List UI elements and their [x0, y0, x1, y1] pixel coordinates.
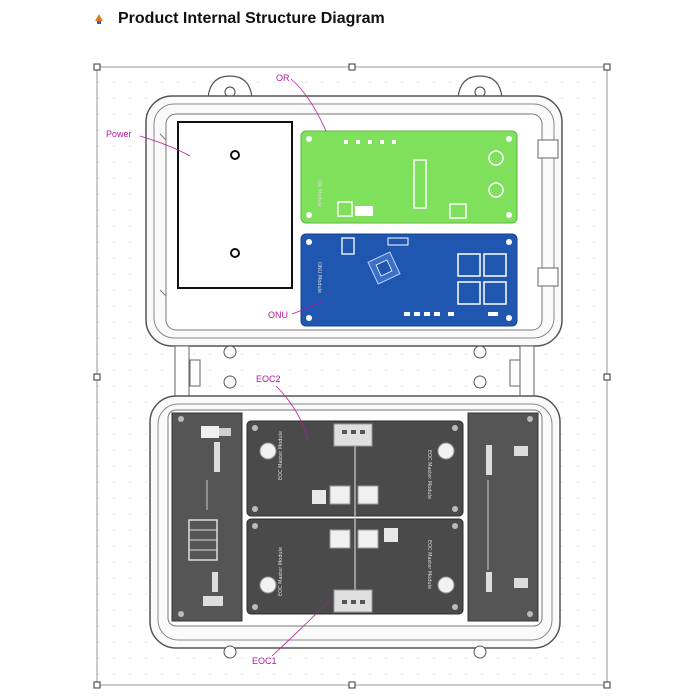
label-or: OR — [276, 73, 290, 83]
callout-eoc2: EOC2 — [256, 374, 309, 441]
svg-text:EOC Master Module: EOC Master Module — [426, 540, 432, 589]
title-area: Product Internal Structure Diagram — [92, 8, 385, 30]
svg-text:EOC Master Module: EOC Master Module — [278, 547, 284, 596]
svg-text:OR Module: OR Module — [316, 180, 322, 207]
svg-text:ONU Module: ONU Module — [316, 262, 322, 293]
or-board: OR Module — [300, 130, 518, 224]
bullet-icon — [92, 12, 106, 26]
onu-board: ONU Module — [300, 233, 518, 327]
right-side-board — [467, 412, 539, 622]
callout-or: OR — [276, 73, 327, 132]
eoc2-board: EOC Master Module EOC Master Module — [246, 420, 464, 517]
label-eoc1: EOC1 — [252, 656, 277, 666]
hinge-mounts — [174, 345, 535, 397]
eoc1-board: EOC Master Module EOC Master Module — [246, 518, 464, 615]
callout-power: Power — [106, 129, 191, 157]
svg-text:EOC Master Module: EOC Master Module — [278, 431, 284, 480]
callout-eoc1: EOC1 — [252, 599, 331, 666]
left-side-board — [171, 412, 243, 622]
page-title: Product Internal Structure Diagram — [118, 10, 385, 27]
svg-text:EOC Master Module: EOC Master Module — [426, 450, 432, 499]
label-eoc2: EOC2 — [256, 374, 281, 384]
callout-onu: ONU — [268, 301, 323, 320]
power-module — [177, 121, 293, 289]
label-onu: ONU — [268, 310, 288, 320]
label-power: Power — [106, 129, 132, 139]
